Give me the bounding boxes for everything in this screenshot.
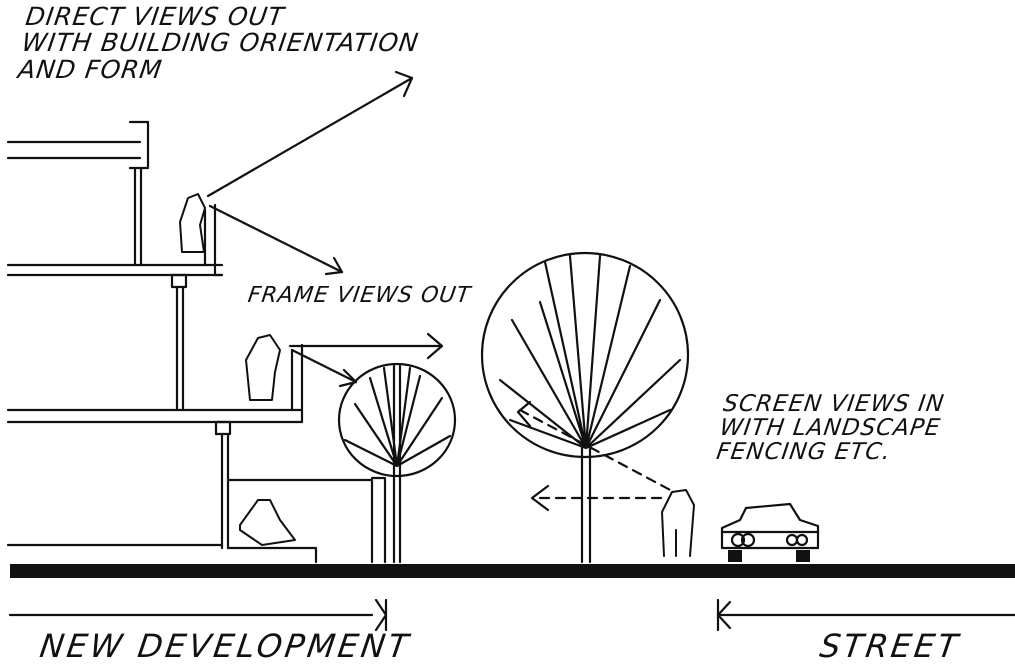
arrow-icon (8, 70, 1015, 632)
screen-views-line-1: SCREEN VIEWS IN (721, 391, 947, 417)
car-icon (720, 502, 820, 562)
arrow-icon (516, 400, 532, 428)
ground-line (10, 564, 1015, 578)
screen-views-line-2: WITH LANDSCAPE (718, 415, 943, 442)
direct-views-line-2: WITH BUILDING ORIENTATION (20, 28, 421, 58)
tree-icon (337, 362, 457, 564)
building-section (6, 120, 387, 564)
direct-views-label: DIRECT VIEWS OUT WITH BUILDING ORIENTATI… (16, 2, 424, 84)
screen-views-label: SCREEN VIEWS IN WITH LANDSCAPE FENCING E… (714, 391, 947, 466)
street-label: STREET (817, 627, 963, 665)
person-icon (179, 193, 695, 557)
new-development-label: NEW DEVELOPMENT (37, 627, 414, 665)
direct-views-line-3: AND FORM (16, 54, 165, 84)
tree-icon (480, 251, 690, 564)
screen-views-line-3: FENCING ETC. (714, 439, 893, 466)
arrow-icon (530, 484, 550, 512)
screen-arrow (518, 408, 676, 500)
frame-views-label: FRAME VIEWS OUT (246, 283, 473, 308)
direct-views-line-1: DIRECT VIEWS OUT (23, 2, 287, 31)
